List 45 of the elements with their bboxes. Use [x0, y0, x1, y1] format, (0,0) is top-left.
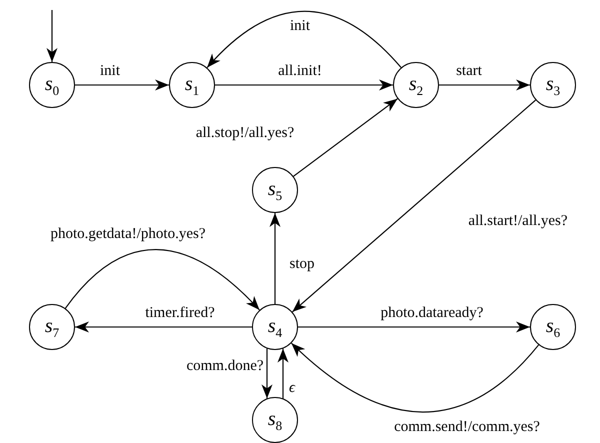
state-circle: [530, 304, 576, 350]
state-label: s$_{2}$: [408, 74, 424, 96]
arrow: [46, 10, 58, 62]
state-circle: [169, 62, 215, 108]
edge-label: all.start!/all.yes?: [468, 212, 568, 230]
edge-label: stop: [290, 256, 314, 272]
state-circle: [29, 62, 75, 108]
state-label: s$_{5}$: [268, 178, 282, 202]
arrow: [291, 342, 539, 412]
edge-label: photo.getdata!/photo.yes?: [50, 226, 206, 242]
state-label: s$_{1}$: [184, 74, 200, 96]
state-circle: [530, 62, 576, 108]
state-label: s$_{7}$: [44, 316, 60, 338]
state-label: s$_{4}$: [268, 316, 282, 338]
arrow: [215, 80, 393, 90]
state-circle: [252, 167, 298, 213]
arrow: [439, 80, 530, 90]
state-circle: [252, 304, 298, 350]
edge-label: timer.fired?: [145, 304, 215, 322]
edge-label: comm.send!/comm.yes?: [394, 418, 540, 436]
arrow: [270, 213, 280, 304]
state-label: s$_{8}$: [268, 408, 282, 432]
arrow: [75, 80, 169, 90]
arrow: [293, 98, 398, 177]
arrow: [298, 322, 530, 332]
arrow: [206, 10, 402, 68]
state-label: s$_{0}$: [44, 74, 60, 96]
state-circle: [29, 304, 75, 350]
edge-label: all.init!: [278, 62, 322, 80]
edge-label: start: [456, 62, 482, 80]
arrow: [75, 322, 252, 332]
edge-label: photo.dataready?: [380, 304, 484, 322]
arrow: [262, 348, 272, 398]
state-circle: [393, 62, 439, 108]
edge-label: init: [290, 18, 310, 34]
state-label: s$_{6}$: [546, 316, 560, 338]
edge-label: comm.done?: [186, 358, 264, 374]
edge-label: ϵ: [288, 380, 296, 396]
state-label: s$_{3}$: [546, 74, 560, 96]
arrow: [292, 100, 536, 312]
state-circle: [252, 397, 298, 443]
edge-label: init: [100, 62, 120, 80]
arrow: [278, 348, 288, 398]
arrow: [64, 249, 260, 310]
edge-label: all.stop!/all.yes?: [196, 124, 294, 142]
